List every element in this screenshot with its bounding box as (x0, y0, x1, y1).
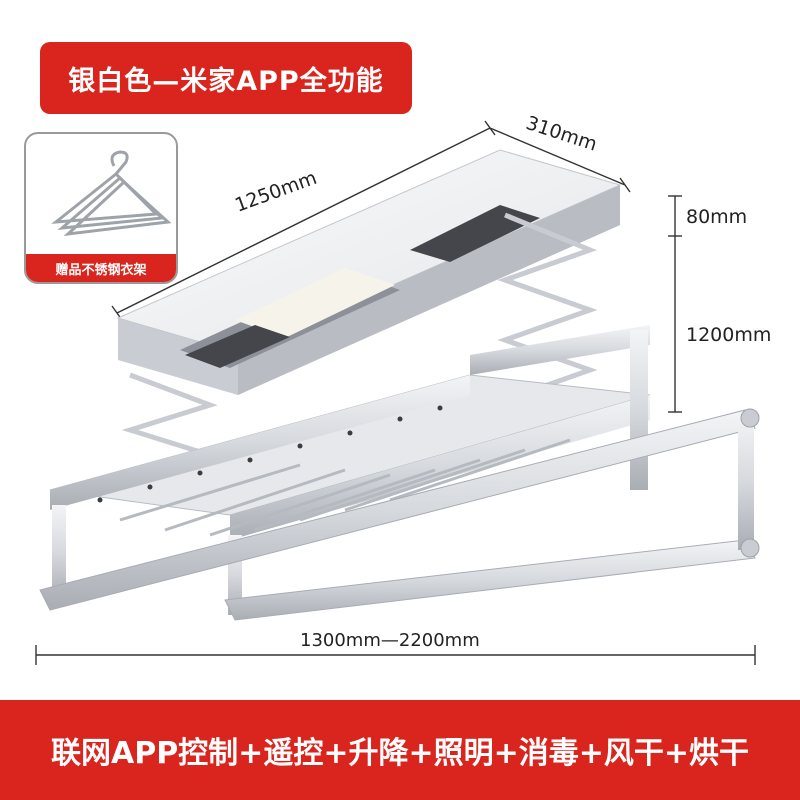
gift-hanger-card: 赠品不锈钢衣架 (24, 132, 178, 284)
telescopic-poles (39, 408, 760, 621)
dimension-lines (35, 120, 756, 665)
color-variant-badge: 银白色—米家APP全功能 (40, 42, 412, 114)
width-range-dimension: 1300mm—2200mm (300, 630, 480, 651)
led-light-panel (235, 268, 395, 338)
gift-label: 赠品不锈钢衣架 (26, 254, 176, 282)
hanger-icon (51, 150, 172, 237)
ceiling-unit (116, 149, 622, 395)
rack-frame (49, 325, 651, 615)
lift-dimension: 1200mm (686, 324, 772, 346)
thickness-dimension: 80mm (686, 206, 748, 228)
features-banner: 联网APP控制+遥控+升降+照明+消毒+风干+烘干 (0, 700, 800, 800)
